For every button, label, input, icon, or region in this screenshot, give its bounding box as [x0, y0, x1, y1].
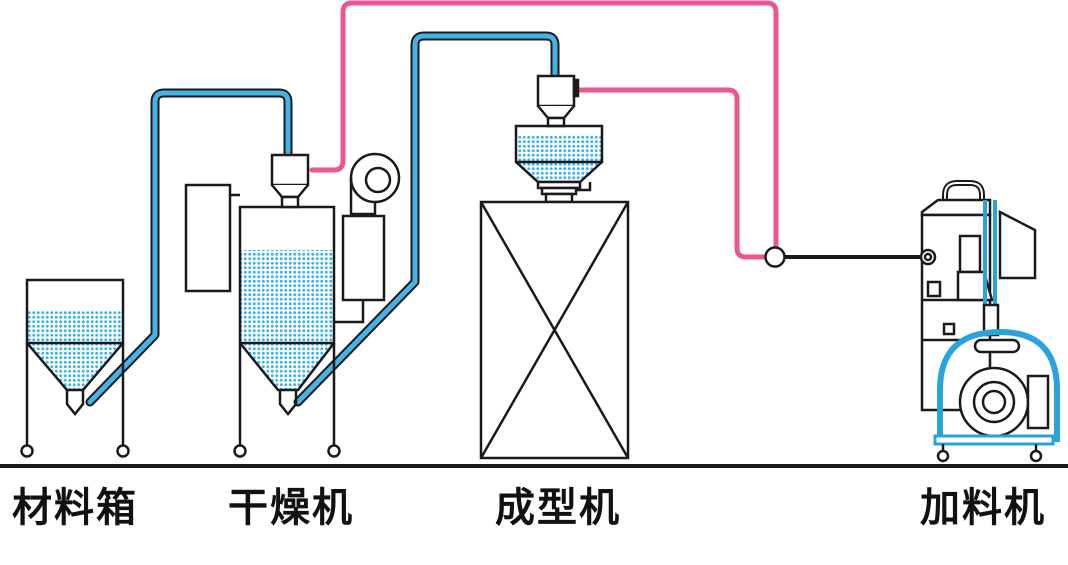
dryer-control-panel: [184, 183, 232, 293]
material-box: [20, 278, 130, 458]
label-molding-machine: 成型机: [495, 485, 621, 531]
dryer: [184, 152, 401, 458]
label-loader: 加料机: [920, 485, 1046, 531]
pink-pipe-dryer-to-loader: [309, 0, 779, 251]
blue-pipe-box-to-dryer-inner: [87, 90, 291, 405]
pipe-junction-valve: [764, 246, 786, 268]
loader-frame: [937, 328, 1060, 442]
blue-pipe-dryer-to-hopper-inner: [295, 33, 558, 405]
dryer-receiver: [270, 153, 310, 187]
dryer-heater: [341, 214, 386, 302]
hopper-granules: [516, 135, 602, 182]
pink-pipe-hopper-to-loader: [575, 87, 769, 260]
loader: [919, 180, 1060, 463]
molding-machine: [479, 74, 630, 460]
dryer-granules: [240, 250, 334, 390]
label-material-box: 材料箱: [12, 485, 138, 531]
hopper-receiver: [536, 74, 576, 108]
loader-feed-hopper: [998, 209, 1037, 280]
label-dryer: 干燥机: [228, 485, 354, 531]
